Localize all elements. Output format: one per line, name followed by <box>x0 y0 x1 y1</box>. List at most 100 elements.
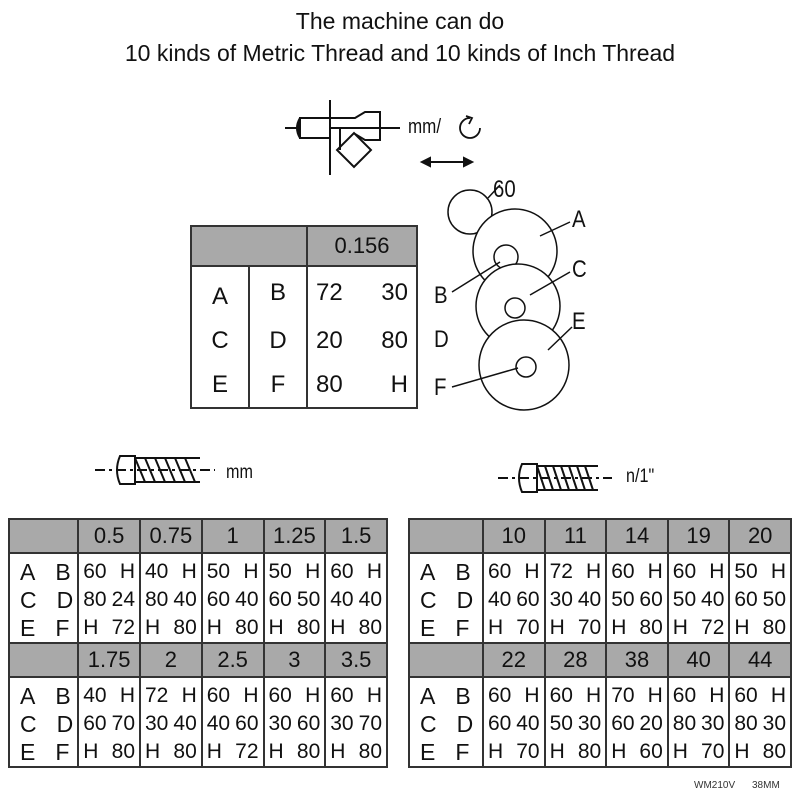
pitch-header: 1.75 <box>77 642 141 678</box>
pitch-header: 38 <box>605 642 669 678</box>
gear-label-c: C <box>572 256 587 283</box>
value: 60 <box>488 560 512 583</box>
gear-label: A <box>190 266 250 319</box>
value: 60 <box>639 588 663 611</box>
value: 80 <box>762 616 786 639</box>
value: 60 <box>268 588 292 611</box>
gear-label: F <box>55 614 70 641</box>
value: H <box>770 560 786 583</box>
value: H <box>549 740 565 763</box>
metric-unit-label: mm <box>226 462 253 483</box>
value: 40 <box>173 588 197 611</box>
value: H <box>206 740 222 763</box>
header-blank <box>7 519 80 554</box>
rotation-icon <box>459 115 481 139</box>
value: H <box>366 560 382 583</box>
value: 70 <box>516 740 540 763</box>
value: 70 <box>577 616 602 639</box>
gear-label: B <box>455 682 471 709</box>
value: H <box>647 560 663 583</box>
value: 50 <box>268 560 292 583</box>
pitch-header: 0.75 <box>139 519 203 554</box>
model-label: WM210V <box>694 780 736 791</box>
gear-label: A <box>420 682 436 709</box>
value: H <box>586 560 602 583</box>
pitch-header: 22 <box>482 642 546 678</box>
gear-label: B <box>55 682 71 709</box>
gear-label: C <box>20 710 37 737</box>
value: 60 <box>83 560 107 583</box>
pitch-header: 1.5 <box>324 519 388 554</box>
pitch-header: 14 <box>605 519 669 554</box>
value: 30 <box>701 712 725 735</box>
gear-label: F <box>248 363 308 408</box>
gear-label: F <box>455 614 470 641</box>
gear-label: E <box>20 614 36 641</box>
gear-label: C <box>190 319 250 363</box>
header-feed-value: 0.156 <box>306 226 418 267</box>
pitch-header: 28 <box>543 642 608 678</box>
value: 80 <box>381 327 408 354</box>
pitch-header: 11 <box>543 519 608 554</box>
pitch-header: 1 <box>200 519 265 554</box>
value: 30 <box>762 712 786 735</box>
value: 50 <box>549 712 573 735</box>
value: 60 <box>516 588 540 611</box>
value: 80 <box>173 740 197 763</box>
value: 72 <box>701 616 725 639</box>
gear-cell: H 70 <box>543 614 608 643</box>
value: 80 <box>296 616 321 639</box>
gear-label: E <box>420 614 436 641</box>
pitch-header: 3.5 <box>324 642 388 678</box>
value: 40 <box>173 712 197 735</box>
value: 60 <box>734 588 758 611</box>
gear-label: B <box>55 558 71 585</box>
value: H <box>549 616 565 639</box>
header-blank <box>408 519 484 554</box>
